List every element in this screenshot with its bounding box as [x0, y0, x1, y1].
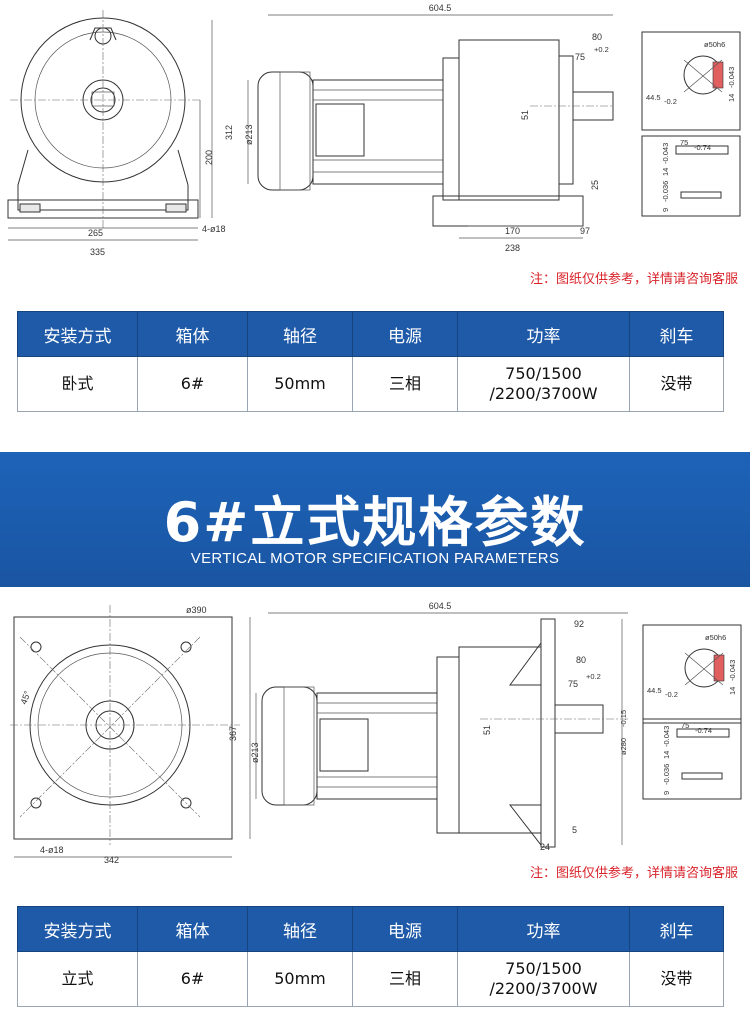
- dim-key9-tol-v: -0.036: [662, 764, 671, 785]
- cell-brake: 没带: [629, 356, 724, 412]
- vertical-side-view: [255, 612, 628, 848]
- banner-subtitle: VERTICAL MOTOR SPECIFICATION PARAMETERS: [190, 550, 560, 567]
- section-banner: 6#立式规格参数 VERTICAL MOTOR SPECIFICATION PA…: [0, 452, 750, 587]
- disclaimer-note-bottom: 注：图纸仅供参考，详情请咨询客服: [529, 866, 738, 881]
- banner-title: 6#立式规格参数: [163, 491, 587, 554]
- dim-280-tol: -0.15: [619, 710, 628, 727]
- header-box: 箱体: [137, 311, 248, 357]
- key-detail-2: [642, 718, 742, 800]
- dim-170: 170: [505, 226, 520, 236]
- dim-14-v: 14: [728, 687, 737, 695]
- dim-holes: 4-ø18: [202, 224, 226, 234]
- dim-14: 14: [727, 94, 736, 102]
- key-detail: [641, 135, 741, 217]
- dim-312: 312: [224, 125, 234, 140]
- header-power: 功率: [457, 311, 630, 357]
- header-shaft: 轴径: [247, 311, 353, 357]
- dim-92: 92: [574, 619, 584, 629]
- dim-key14-tol: -0.043: [661, 143, 670, 164]
- dim-265: 265: [88, 228, 103, 238]
- dim-key14-tol-v: -0.043: [662, 726, 671, 747]
- cell-power: 750/1500 /2200/3700W: [457, 356, 630, 412]
- dim-key14: 14: [661, 168, 670, 176]
- dim-key9-v: 9: [662, 791, 671, 795]
- dim-14-tol: -0.043: [727, 67, 736, 88]
- disclaimer-note-top: 注：图纸仅供参考，详情请咨询客服: [529, 272, 738, 287]
- header-brake: 刹车: [629, 906, 724, 952]
- spec-table-vertical: 安装方式 箱体 轴径 电源 功率 刹车 立式 6# 50mm 三相 750/15…: [17, 906, 724, 1007]
- dim-angle: 45°: [18, 689, 32, 706]
- dim-75-tol-v: +0.2: [586, 672, 601, 681]
- dim-key9: 9: [661, 208, 670, 212]
- dim-5: 5: [572, 825, 577, 835]
- dim-44-5-tol: -0.2: [664, 97, 677, 106]
- dim-44-5: 44.5: [646, 93, 661, 102]
- dim-shaft-v: ø50h6: [705, 633, 726, 642]
- dim-key9-tol: -0.036: [661, 181, 670, 202]
- header-power-supply: 电源: [352, 906, 458, 952]
- dim-51: 51: [520, 110, 530, 120]
- header-power: 功率: [457, 906, 630, 952]
- dim-key75-tol-v: -0.74: [695, 726, 712, 735]
- dim-97: 97: [580, 226, 590, 236]
- dim-335: 335: [90, 247, 105, 257]
- dim-213: ø213: [244, 124, 254, 145]
- horizontal-drawing: 604.5 80 75 +0.2 51 312 200 ø213 265 335…: [0, 0, 750, 260]
- dim-14-tol-v: -0.043: [728, 660, 737, 681]
- dim-44-5-tol-v: -0.2: [665, 690, 678, 699]
- dim-length: 604.5: [429, 3, 452, 13]
- cell-power-supply: 三相: [352, 951, 458, 1007]
- header-install: 安装方式: [17, 906, 138, 952]
- dim-key75: 75: [680, 138, 688, 147]
- spec-table-horizontal: 安装方式 箱体 轴径 电源 功率 刹车 卧式 6# 50mm 三相 750/15…: [17, 311, 724, 412]
- dim-key75-tol: -0.74: [694, 143, 711, 152]
- dim-80: 80: [592, 32, 602, 42]
- header-brake: 刹车: [629, 311, 724, 357]
- dim-key75-v: 75: [681, 721, 689, 730]
- table-header-row: 安装方式 箱体 轴径 电源 功率 刹车: [17, 311, 724, 357]
- table-row: 立式 6# 50mm 三相 750/1500 /2200/3700W 没带: [17, 951, 724, 1007]
- cell-box: 6#: [137, 951, 248, 1007]
- dim-44-5-v: 44.5: [647, 686, 662, 695]
- cell-install: 卧式: [17, 356, 138, 412]
- dim-280: ø280: [619, 738, 628, 755]
- flange-view: [10, 605, 251, 858]
- dim-238: 238: [505, 243, 520, 253]
- dim-213-v: ø213: [250, 742, 260, 763]
- dim-25: 25: [590, 180, 600, 190]
- cell-brake: 没带: [629, 951, 724, 1007]
- dim-200: 200: [204, 150, 214, 165]
- cell-power-supply: 三相: [352, 356, 458, 412]
- dim-390: ø390: [186, 605, 207, 615]
- dim-shaft: ø50h6: [704, 40, 725, 49]
- shaft-detail: [641, 31, 741, 131]
- dim-342: 342: [104, 855, 119, 865]
- vertical-drawing: ø390 604.5 92 80 75 +0.2 51 ø213 367 342…: [0, 595, 750, 870]
- dim-51-v: 51: [482, 725, 492, 735]
- header-install: 安装方式: [17, 311, 138, 357]
- header-shaft: 轴径: [247, 906, 353, 952]
- table-row: 卧式 6# 50mm 三相 750/1500 /2200/3700W 没带: [17, 356, 724, 412]
- dim-75-tol: +0.2: [594, 45, 609, 54]
- cell-install: 立式: [17, 951, 138, 1007]
- shaft-detail-2: [642, 624, 742, 724]
- dim-holes-v: 4-ø18: [40, 845, 64, 855]
- side-view: [247, 14, 614, 239]
- cell-shaft: 50mm: [247, 951, 353, 1007]
- dim-75-v: 75: [568, 679, 578, 689]
- header-box: 箱体: [137, 906, 248, 952]
- dim-75: 75: [575, 52, 585, 62]
- dim-key14-v: 14: [662, 751, 671, 759]
- dim-80-v: 80: [576, 655, 586, 665]
- cell-power: 750/1500 /2200/3700W: [457, 951, 630, 1007]
- front-view: [7, 10, 213, 241]
- cell-box: 6#: [137, 356, 248, 412]
- dim-length-v: 604.5: [429, 601, 452, 611]
- table-header-row: 安装方式 箱体 轴径 电源 功率 刹车: [17, 906, 724, 952]
- header-power-supply: 电源: [352, 311, 458, 357]
- cell-shaft: 50mm: [247, 356, 353, 412]
- dim-367: 367: [228, 726, 238, 741]
- dim-24: 24: [540, 842, 550, 852]
